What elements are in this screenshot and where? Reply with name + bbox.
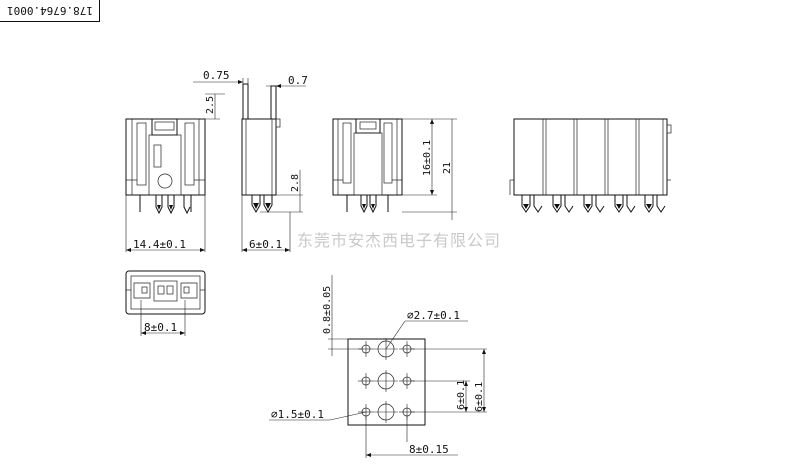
label-large-hole: ⌀2.7±0.1 xyxy=(407,309,460,322)
multi-position-view xyxy=(509,118,672,213)
dim-pcb-pitch-v2: 6±0.1 xyxy=(474,382,485,412)
bottom-view: 8±0.1 xyxy=(125,270,206,336)
pcb-layout: 0.8±0.05 ⌀2.7±0.1 ⌀1.5±0.1 6±0.1 6±0.1 8… xyxy=(269,275,487,458)
dim-pin-a: 0.75 xyxy=(203,69,230,82)
front-view: 2.5 14.4±0.1 xyxy=(125,93,225,252)
side-view: 0.75 0.7 2.8 6±0.1 xyxy=(193,69,308,252)
dim-pin-b: 0.7 xyxy=(288,74,308,87)
dim-side-width: 6±0.1 xyxy=(249,238,282,251)
dim-height-inner: 16±0.1 xyxy=(422,140,433,176)
watermark-text: 东莞市安杰西电子有限公司 xyxy=(297,231,501,250)
label-small-hole: ⌀1.5±0.1 xyxy=(271,408,324,421)
dim-height-total: 21 xyxy=(442,162,453,174)
dim-pcb-pitch-h: 8±0.15 xyxy=(409,443,449,456)
section-view: 16±0.1 21 xyxy=(332,118,457,220)
part-number-box xyxy=(0,0,100,22)
dim-pcb-pitch-v1: 6±0.1 xyxy=(456,380,467,410)
dim-top-offset: 2.5 xyxy=(205,96,216,114)
dim-bottom-pitch: 8±0.1 xyxy=(144,321,177,334)
dim-side-height: 2.8 xyxy=(290,174,301,192)
part-number-text: 178.6764.0001 xyxy=(7,4,93,17)
dim-pcb-top-offset: 0.8±0.05 xyxy=(322,286,333,334)
dim-front-width: 14.4±0.1 xyxy=(133,238,186,251)
